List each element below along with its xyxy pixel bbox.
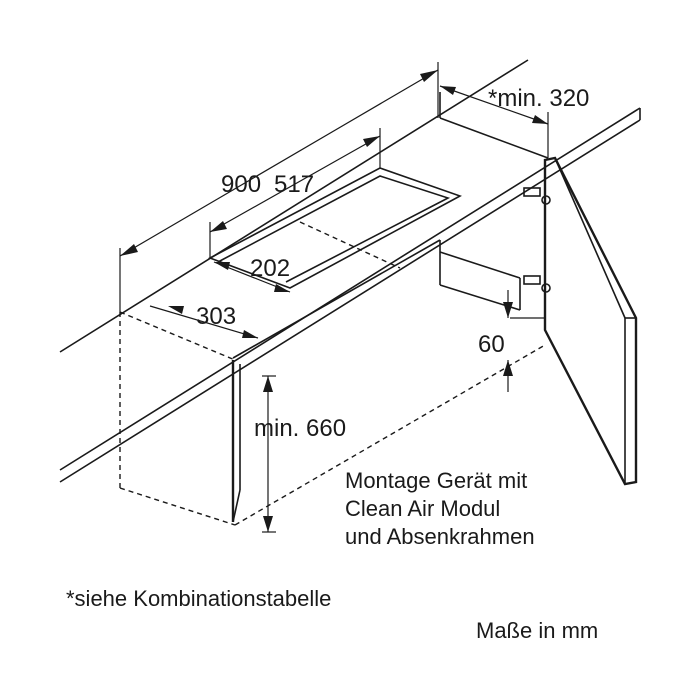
- hob-cutout: [208, 167, 462, 289]
- footnote: *siehe Kombinationstabelle: [66, 586, 331, 611]
- dim-label-303: 303: [196, 303, 236, 330]
- caption-line-2: Clean Air Modul: [345, 496, 500, 521]
- dim-label-min-660: min. 660: [254, 415, 346, 442]
- worktop: [59, 59, 641, 483]
- caption-line-3: und Absenkrahmen: [345, 524, 535, 549]
- caption-line-1: Montage Gerät mit: [345, 468, 527, 493]
- dim-517: 517: [209, 128, 381, 258]
- hinge-icon: [523, 275, 541, 285]
- dim-min-660: min. 660: [254, 375, 346, 533]
- cabinet-door: [523, 156, 638, 486]
- dim-label-517: 517: [274, 171, 314, 198]
- caption: Montage Gerät mit Clean Air Modul und Ab…: [345, 468, 535, 549]
- dim-202: 202: [213, 255, 291, 293]
- hinge-icon: [523, 187, 541, 197]
- units-note: Maße in mm: [476, 618, 598, 643]
- dim-60: 60: [478, 290, 513, 392]
- dim-label-202: 202: [250, 255, 290, 282]
- dim-label-900: 900: [221, 171, 261, 198]
- cabinet-carcass: [119, 92, 549, 526]
- dim-900: 900: [119, 62, 439, 312]
- dim-303: 303: [149, 303, 259, 339]
- dim-label-min-320: *min. 320: [488, 85, 589, 112]
- dim-label-60: 60: [478, 331, 505, 358]
- dim-min-320: *min. 320: [439, 85, 589, 158]
